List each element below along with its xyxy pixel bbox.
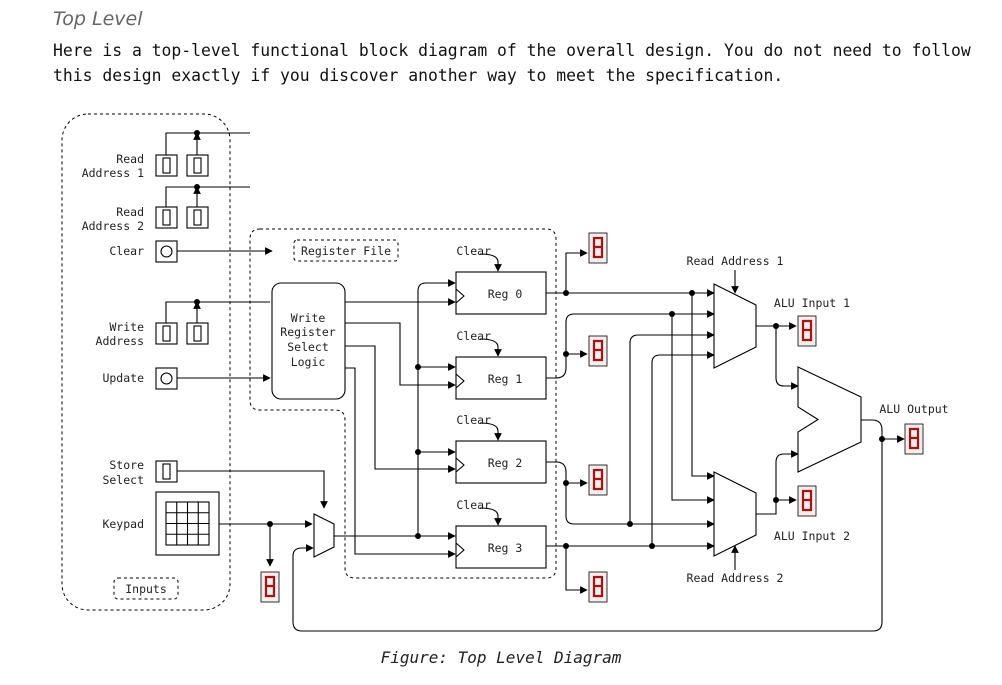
register-file-label: Register File xyxy=(301,244,391,258)
keypad-label: Keypad xyxy=(102,517,144,531)
alu-input-2-seven-segment-display xyxy=(796,484,818,518)
read-mux-2 xyxy=(713,471,757,557)
alu-input-1-seven-segment-display xyxy=(796,314,818,348)
register-3 xyxy=(455,507,547,569)
write-logic-label-line3: Select xyxy=(287,340,329,354)
write-address-switches[interactable] xyxy=(155,322,209,345)
alu xyxy=(797,366,862,473)
clear-input-label: Clear xyxy=(109,244,144,258)
read-address-2-switches[interactable] xyxy=(155,206,209,229)
write-address-label-line1: Write xyxy=(109,320,144,334)
write-logic-label-line1: Write xyxy=(291,311,326,325)
register-2 xyxy=(455,422,547,484)
write-address-label-line2: Address xyxy=(96,334,144,348)
register-0-label: Reg 0 xyxy=(488,287,523,301)
alu-output-seven-segment-display xyxy=(903,422,925,456)
keypad-seven-segment-display xyxy=(259,570,281,604)
write-logic-label-line4: Logic xyxy=(291,355,326,369)
keypad[interactable] xyxy=(155,491,220,556)
inputs-group-outline xyxy=(61,113,231,611)
intro-paragraph: Here is a top-level functional block dia… xyxy=(53,41,981,85)
section-heading: Top Level xyxy=(53,8,143,30)
register-1-label: Reg 1 xyxy=(488,372,523,386)
store-select-switch[interactable] xyxy=(155,460,178,483)
read-mux-1 xyxy=(713,283,757,369)
alu-input-2-label: ALU Input 2 xyxy=(774,529,850,543)
reg2-seven-segment-display xyxy=(587,463,609,497)
register-0-clear-label: Clear xyxy=(456,244,491,258)
read-address-2-label-line1: Read xyxy=(116,205,144,219)
write-logic-label-line2: Register xyxy=(280,325,335,339)
register-3-clear-label: Clear xyxy=(456,498,491,512)
write-register-select-logic xyxy=(271,282,346,400)
alu-input-1-label: ALU Input 1 xyxy=(774,296,850,310)
input-mux xyxy=(313,513,335,558)
reg3-seven-segment-display xyxy=(587,570,609,604)
store-select-label-line2: Select xyxy=(102,473,144,487)
register-2-clear-label: Clear xyxy=(456,413,491,427)
read-address-1-label-line1: Read xyxy=(116,152,144,166)
update-button[interactable] xyxy=(155,367,178,390)
figure-caption: Figure: Top Level Diagram xyxy=(380,648,622,667)
clear-button[interactable] xyxy=(155,240,178,263)
read-address-2-label-line2: Address 2 xyxy=(82,219,144,233)
register-3-label: Reg 3 xyxy=(488,541,523,555)
register-file-label-box xyxy=(293,239,399,262)
read-address-1-switches[interactable] xyxy=(155,154,209,177)
store-select-label-line1: Store xyxy=(109,458,144,472)
reg0-seven-segment-display xyxy=(587,231,609,265)
reg1-seven-segment-display xyxy=(587,334,609,368)
register-1 xyxy=(455,338,547,400)
read-address-1-label-line2: Address 1 xyxy=(82,166,144,180)
inputs-group-label-box xyxy=(113,577,179,600)
register-2-label: Reg 2 xyxy=(488,456,523,470)
register-1-clear-label: Clear xyxy=(456,329,491,343)
register-0 xyxy=(455,253,547,315)
inputs-group-label: Inputs xyxy=(125,582,167,596)
alu-output-label: ALU Output xyxy=(879,402,948,416)
read-address-2-mux-label: Read Address 2 xyxy=(687,571,784,585)
read-address-1-mux-label: Read Address 1 xyxy=(687,254,784,268)
update-input-label: Update xyxy=(102,371,144,385)
register-file-outline xyxy=(249,228,557,579)
